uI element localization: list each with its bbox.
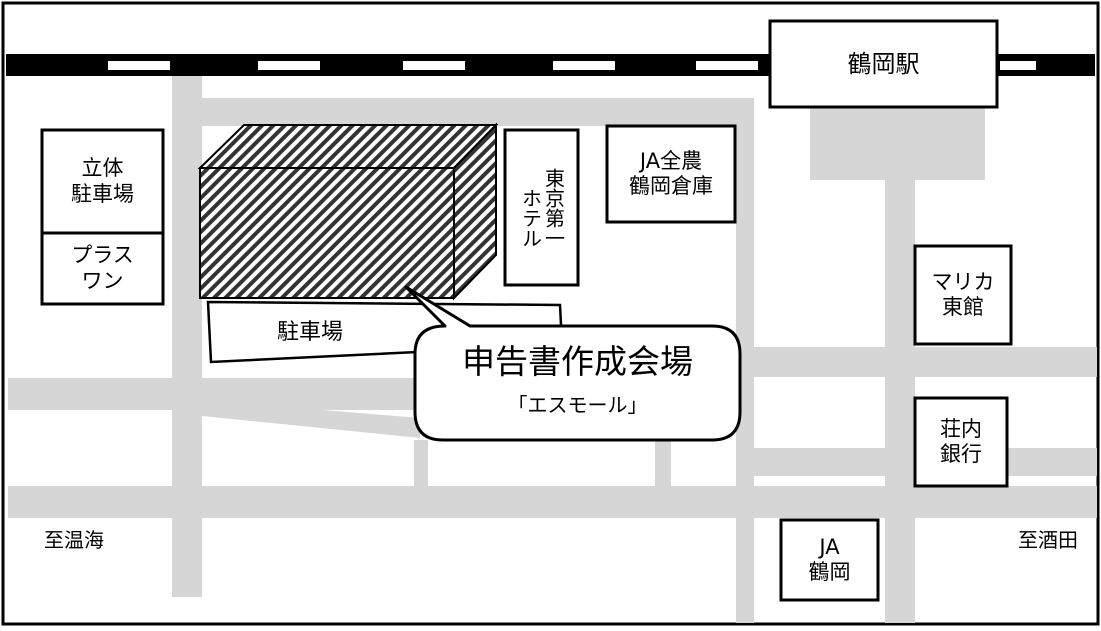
venue-building-front	[199, 167, 455, 299]
direction-east-label: 至酒田	[1018, 528, 1078, 552]
building-hotel-label: 東京第一 ホテル	[505, 130, 578, 285]
building-hotel-label-line1: 東京第一	[541, 167, 566, 248]
road-horizontal-main	[8, 486, 1097, 518]
building-hotel-box	[503, 128, 580, 287]
station-label: 鶴岡駅	[847, 49, 920, 78]
building-shonai-label: 荘内 銀行	[940, 416, 982, 466]
venue-building-top	[197, 124, 499, 169]
road-diagonal	[202, 400, 420, 438]
building-shonai-box	[913, 396, 1009, 488]
road-horizontal-mid-east	[740, 347, 1097, 377]
direction-west-label: 至温海	[44, 528, 104, 552]
road-horizontal-top	[172, 98, 754, 126]
building-ja-tsuruoka-label: JA 鶴岡	[808, 534, 851, 584]
road-stub-1	[414, 440, 428, 488]
venue-building	[197, 122, 499, 301]
building-hotel-label-line2: ホテル	[518, 187, 543, 248]
building-marika-label: マリカ 東館	[931, 269, 995, 319]
building-rittai-label: 立体 駐車場	[71, 156, 134, 206]
building-marika-box	[913, 244, 1013, 346]
road-stub-2	[655, 440, 671, 488]
roads	[8, 75, 1097, 623]
venue-name: 申告書作成会場	[462, 342, 693, 382]
venue-callout	[404, 285, 742, 442]
building-plaza-label: プラス ワン	[71, 243, 134, 293]
building-ja-warehouse-label: JA全農 鶴岡倉庫	[629, 148, 713, 198]
station-box	[768, 19, 999, 109]
building-ja-warehouse-box	[605, 124, 737, 224]
building-plaza-box	[40, 231, 165, 306]
building-ja-tsuruoka-box	[779, 518, 880, 602]
parking-label: 駐車場	[276, 319, 343, 345]
road-vertical-west	[172, 75, 202, 597]
venue-subname: 「エスモール」	[507, 393, 648, 417]
